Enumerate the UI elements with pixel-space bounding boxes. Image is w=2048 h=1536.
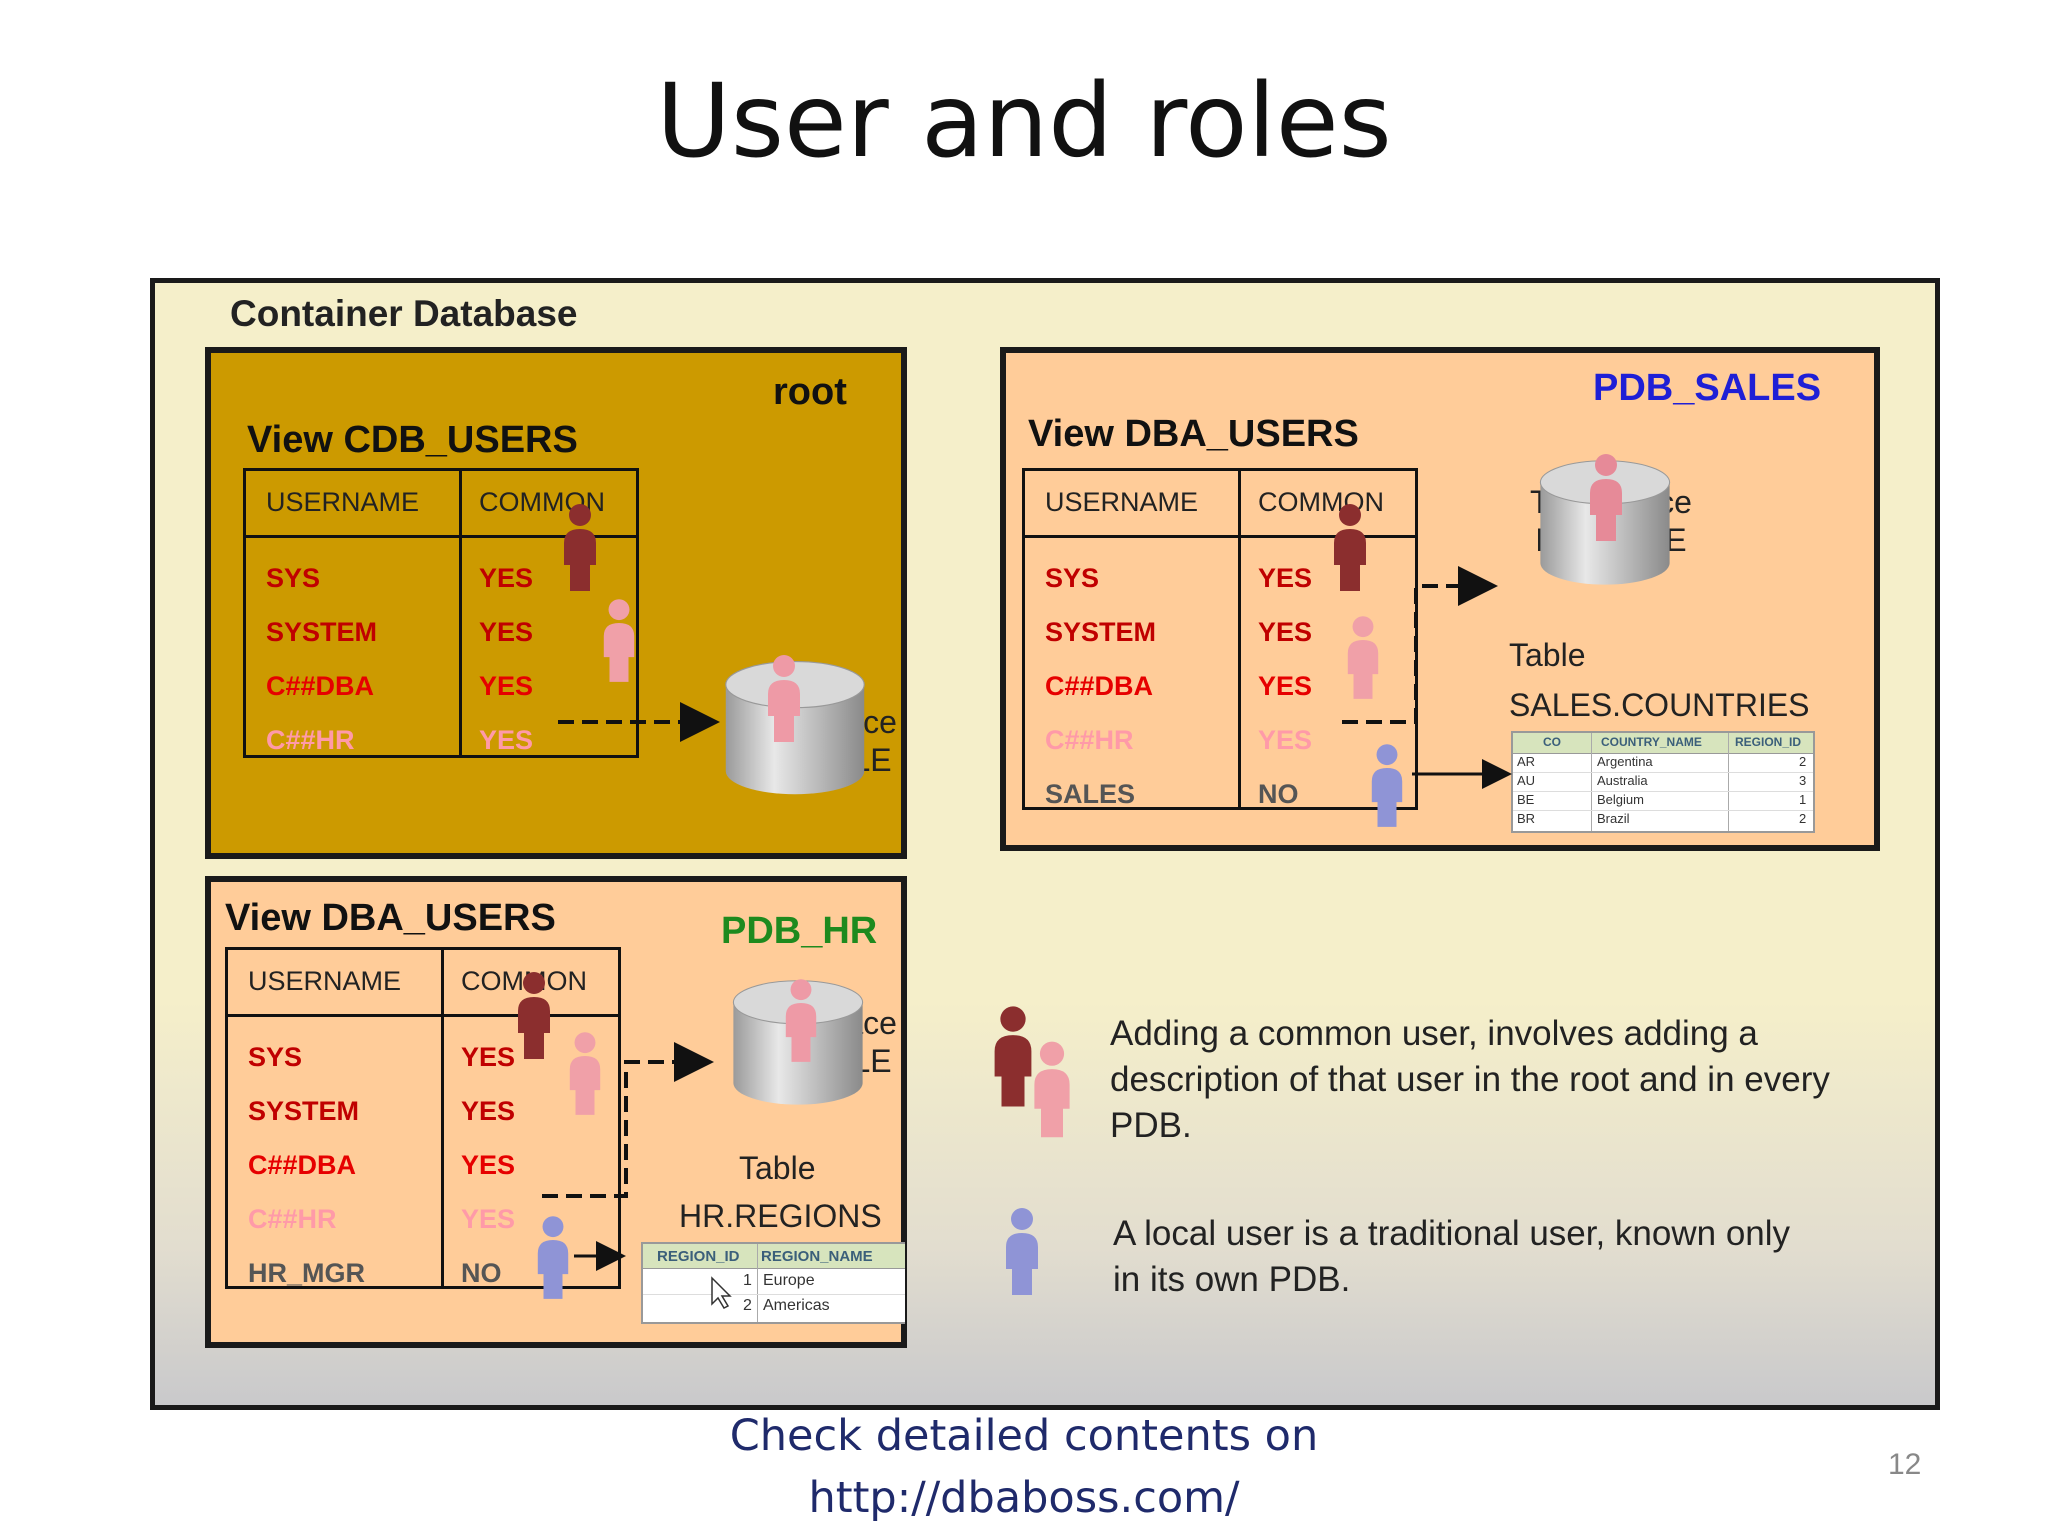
common-cell: YES <box>1258 671 1313 701</box>
username-cell: SYS <box>266 563 321 593</box>
common-cell: YES <box>461 1096 516 1126</box>
common-cell: YES <box>479 671 534 701</box>
username-cell: SYSTEM <box>1045 617 1157 647</box>
common-cell: YES <box>1258 563 1313 593</box>
column-header: USERNAME <box>248 966 402 996</box>
footer-link[interactable]: http://dbaboss.com/ <box>808 1473 1240 1523</box>
username-cell: C##DBA <box>1045 671 1154 701</box>
arrow <box>1342 566 1498 724</box>
username-cell: SYS <box>248 1042 303 1072</box>
common-user-icon <box>518 972 550 1059</box>
footer-line-1: Check detailed contents on <box>729 1411 1319 1461</box>
mini-cell: Argentina <box>1597 754 1653 769</box>
column-header: USERNAME <box>266 487 420 517</box>
username-cell: HR_MGR <box>248 1258 366 1288</box>
common-user-icon <box>1034 1041 1070 1138</box>
common-cell: NO <box>1258 779 1299 809</box>
username-cell: SALES <box>1045 779 1136 809</box>
column-header: USERNAME <box>1045 487 1199 517</box>
pdb-sales-table-label: Table <box>1509 637 1586 673</box>
pdb-hr-view-title: View DBA_USERS <box>225 897 556 939</box>
common-user-icon <box>564 504 596 591</box>
pdb-hr-table-label: Table <box>739 1150 816 1186</box>
common-user-icon <box>569 1032 601 1115</box>
mini-header: COUNTRY_NAME <box>1601 735 1702 749</box>
local-user-icon <box>537 1216 569 1299</box>
common-cell: YES <box>1258 725 1313 755</box>
common-user-icon <box>1347 616 1379 699</box>
container-database-label: Container Database <box>230 293 578 334</box>
mini-header: CO <box>1543 735 1561 749</box>
pdb-hr-table-name: HR.REGIONS <box>679 1198 882 1234</box>
pdb-sales-panel: PDB_SALES View DBA_USERS USERNAME COMMON… <box>1000 347 1880 851</box>
slide-title: User and roles <box>656 62 1392 181</box>
page-number: 12 <box>1888 1448 1922 1481</box>
pdb-hr-name: PDB_HR <box>721 910 878 952</box>
common-user-icon <box>603 599 635 682</box>
cursor-icon <box>711 1276 732 1309</box>
root-view-title: View CDB_USERS <box>247 419 578 461</box>
common-cell: YES <box>1258 617 1313 647</box>
mini-cell: Europe <box>763 1272 815 1289</box>
mini-cell: BE <box>1517 792 1535 807</box>
mini-cell: Belgium <box>1597 792 1644 807</box>
common-cell: YES <box>461 1042 516 1072</box>
common-cell: YES <box>479 563 534 593</box>
common-user-icon <box>1334 504 1366 591</box>
username-cell: SYSTEM <box>248 1096 360 1126</box>
mini-cell: 1 <box>743 1272 752 1289</box>
common-cell: NO <box>461 1258 502 1288</box>
mini-cell: BR <box>1517 811 1536 826</box>
pdb-sales-name: PDB_SALES <box>1593 367 1822 409</box>
root-name: root <box>773 371 847 413</box>
hr-regions-table: REGION_ID REGION_NAME 1 Europe 2 America… <box>641 1242 905 1324</box>
username-cell: C##HR <box>1045 725 1134 755</box>
mini-cell: 2 <box>1799 754 1807 769</box>
common-user-icon <box>994 1006 1032 1107</box>
pdb-hr-users-table: USERNAME COMMON SYS YES SYSTEM YES C##DB… <box>225 947 621 1289</box>
common-user-explanation: Adding a common user, involves adding a … <box>1110 1014 1830 1145</box>
username-cell: C##DBA <box>248 1150 357 1180</box>
mini-header: REGION_ID <box>1735 735 1802 749</box>
local-user-explanation: A local user is a traditional user, know… <box>1113 1214 1791 1299</box>
common-cell: YES <box>479 725 534 755</box>
mini-cell: AR <box>1517 754 1536 769</box>
common-cell: YES <box>479 617 534 647</box>
pdb-sales-users-table: USERNAME COMMON SYS YES SYSTEM YES C##DB… <box>1022 468 1418 810</box>
username-cell: C##HR <box>248 1204 337 1234</box>
local-user-icon <box>1006 1208 1038 1295</box>
pdb-sales-table-name: SALES.COUNTRIES <box>1509 687 1810 723</box>
root-users-table: USERNAME COMMON SYS YES SYSTEM YES C##DB… <box>243 468 639 758</box>
mini-header: REGION_ID <box>657 1248 740 1265</box>
sales-countries-table: CO COUNTRY_NAME REGION_ID AR Argentina 2… <box>1511 731 1815 833</box>
column-header: COMMON <box>1258 487 1384 517</box>
mini-cell: Brazil <box>1597 811 1630 826</box>
mini-cell: 2 <box>743 1297 752 1314</box>
username-cell: SYS <box>1045 563 1100 593</box>
username-cell: C##HR <box>266 725 355 755</box>
mini-cell: 3 <box>1799 773 1807 788</box>
arrow <box>542 1042 714 1198</box>
database-cylinder-icon <box>725 660 865 795</box>
pdb-sales-view-title: View DBA_USERS <box>1028 413 1359 455</box>
mini-cell: 2 <box>1799 811 1807 826</box>
footer: Check detailed contents on http://dbabos… <box>0 1405 2048 1529</box>
mini-cell: Americas <box>763 1297 830 1314</box>
local-user-icon <box>1371 744 1403 827</box>
mini-cell: 1 <box>1799 792 1807 807</box>
username-cell: C##DBA <box>266 671 375 701</box>
mini-cell: AU <box>1517 773 1536 788</box>
common-cell: YES <box>461 1204 516 1234</box>
common-cell: YES <box>461 1150 516 1180</box>
mini-header: REGION_NAME <box>761 1248 873 1265</box>
username-cell: SYSTEM <box>266 617 378 647</box>
mini-cell: Australia <box>1597 773 1648 788</box>
